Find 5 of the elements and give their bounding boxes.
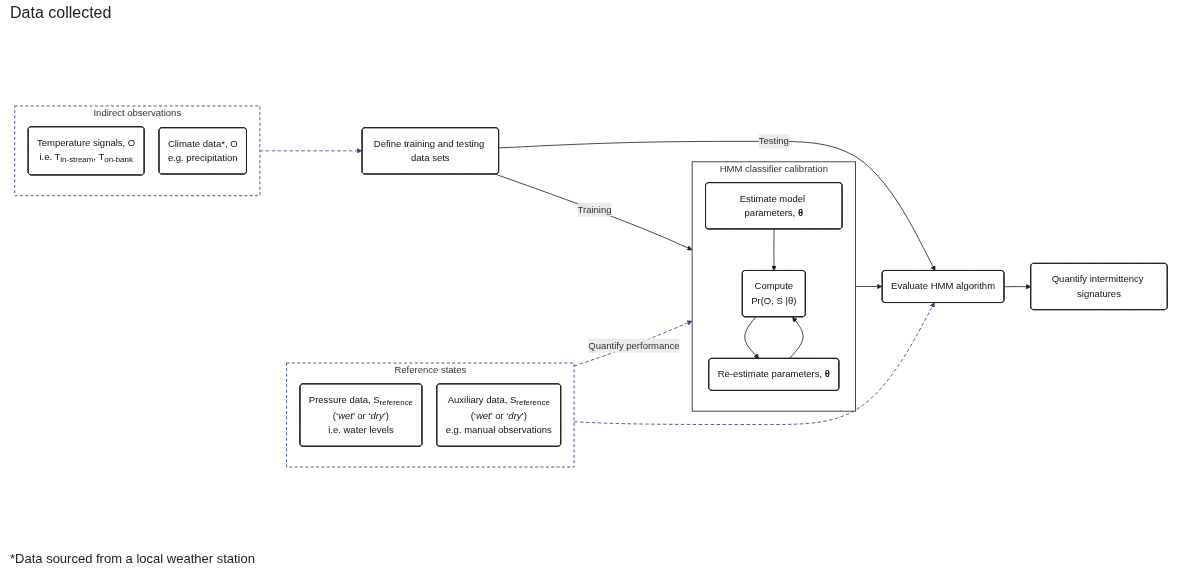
column-heading: Data collected [10, 4, 112, 22]
edge-label: Training [577, 204, 612, 215]
footnote: *Data sourced from a local weather station [10, 551, 255, 566]
edge-label: Quantify performance [588, 340, 680, 351]
edge-label: Testing [758, 135, 789, 147]
